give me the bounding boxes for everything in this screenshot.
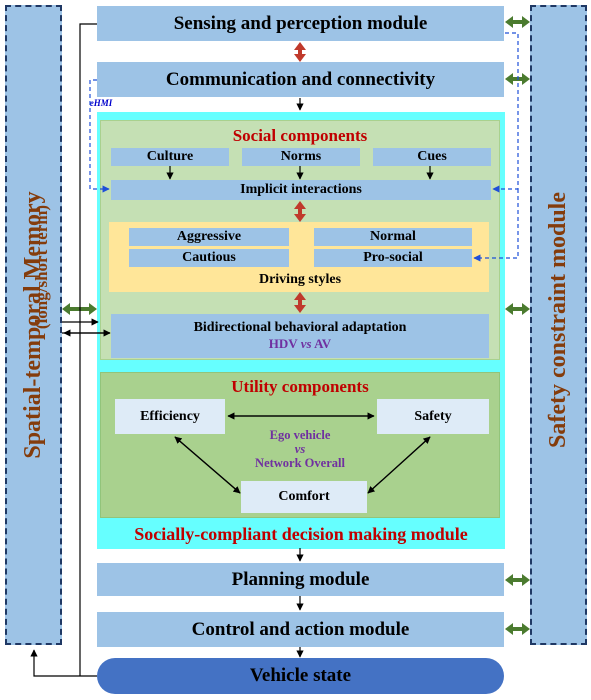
control-module: Control and action module <box>97 612 504 647</box>
normal-box: Normal <box>314 228 472 246</box>
utility-components-title: Utility components <box>231 377 369 396</box>
cues-box: Cues <box>373 148 491 166</box>
efficiency-box: Efficiency <box>115 399 225 434</box>
social-components-title: Social components <box>232 126 368 145</box>
planning-module: Planning module <box>97 563 504 596</box>
culture-box: Culture <box>111 148 229 166</box>
black-flow-arrows <box>30 23 434 677</box>
ehmi-dashed-connectors <box>89 32 519 262</box>
av-label: AV <box>314 336 332 351</box>
cautious-box: Cautious <box>129 249 289 267</box>
implicit-interactions-box: Implicit interactions <box>111 180 491 200</box>
norms-box: Norms <box>242 148 360 166</box>
prosocial-box: Pro-social <box>314 249 472 267</box>
network-overall-label: Network Overall <box>255 456 345 470</box>
comfort-box: Comfort <box>241 481 367 513</box>
sensing-module: Sensing and perception module <box>97 6 504 41</box>
adaptation-box: Bidirectional behavioral adaptation HDV … <box>111 314 489 358</box>
ehmi-label: eHMI <box>89 98 113 108</box>
hdv-vs-av-label: HDV vs AV <box>269 336 331 352</box>
utility-vs-label: vs <box>294 442 306 456</box>
vehicle-state-pill: Vehicle state <box>97 658 504 694</box>
safety-box: Safety <box>377 399 489 434</box>
communication-module: Communication and connectivity <box>97 62 504 97</box>
aggressive-box: Aggressive <box>129 228 289 246</box>
adaptation-label: Bidirectional behavioral adaptation <box>193 320 407 335</box>
decision-module-label: Socially-compliant decision making modul… <box>134 523 468 544</box>
ego-vehicle-label: Ego vehicle <box>269 428 331 442</box>
red-double-arrows <box>294 42 306 313</box>
memory-panel <box>5 5 62 645</box>
green-double-arrows <box>62 16 530 635</box>
ego-vs-network-label: Ego vehicle vs Network Overall <box>230 426 370 472</box>
hdv-label: HDV <box>268 336 298 351</box>
safety-constraint-panel <box>530 5 587 645</box>
driving-styles-label: Driving styles <box>258 272 342 287</box>
vs-label: vs <box>300 336 312 351</box>
